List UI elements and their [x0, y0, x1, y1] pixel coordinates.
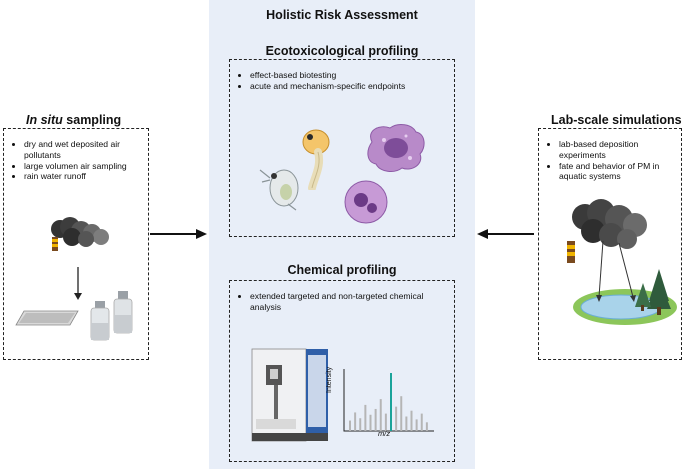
- spectrum-peak: [379, 399, 382, 431]
- list-item: lab-based deposition experiments: [559, 139, 683, 161]
- spectrum-peak: [369, 414, 372, 431]
- zebrafish-larva-icon: [302, 129, 330, 190]
- spectrum-peak: [384, 413, 387, 431]
- ecotox-title: Ecotoxicological profiling: [265, 44, 419, 58]
- left-panel-title-rest: sampling: [62, 113, 122, 127]
- list-item: dry and wet deposited air pollutants: [24, 139, 152, 161]
- down-arrow-icon: [74, 267, 82, 300]
- list-item: large volumen air sampling: [24, 161, 152, 172]
- spectrum-axes: [343, 369, 434, 432]
- cell-irregular-icon: [367, 124, 425, 172]
- chemical-box: extended targeted and non-targeted chemi…: [229, 280, 455, 462]
- spectrum-peak: [415, 419, 418, 431]
- spectrum-peak: [420, 413, 423, 431]
- right-panel-box: lab-based deposition experiments fate an…: [538, 128, 682, 360]
- list-item: fate and behavior of PM in aquatic syste…: [559, 161, 683, 183]
- left-panel-title-italic: In situ: [26, 113, 63, 127]
- spectrum-peak: [374, 408, 377, 431]
- spectrum-peak: [405, 416, 408, 431]
- spectrum-peak: [410, 410, 413, 431]
- left-panel-box: dry and wet deposited air pollutants lar…: [3, 128, 149, 360]
- spectrum-peak: [354, 412, 357, 431]
- ecotox-box: effect-based biotesting acute and mechan…: [229, 59, 455, 237]
- right-panel-bullets: lab-based deposition experiments fate an…: [547, 139, 683, 182]
- ecotox-bullets: effect-based biotesting acute and mechan…: [238, 70, 460, 92]
- cell-round-icon: [344, 180, 388, 224]
- chemical-bullets: extended targeted and non-targeted chemi…: [238, 291, 450, 313]
- spectrum-peak: [349, 420, 351, 431]
- spectrum-peak: [390, 373, 392, 431]
- spectrum-ylabel: Intensity: [326, 366, 333, 393]
- list-item: acute and mechanism-specific endpoints: [250, 81, 460, 92]
- list-item: extended targeted and non-targeted chemi…: [250, 291, 450, 313]
- spectrum-xlabel: m/z: [378, 429, 390, 438]
- mass-spectrum-chart: [343, 369, 434, 432]
- spectrum-peak: [359, 418, 362, 431]
- spectrum-peak: [364, 404, 367, 431]
- chemical-title: Chemical profiling: [287, 263, 397, 277]
- sample-bottles-icon: [90, 291, 133, 341]
- lake-deposition-scene-icon: [567, 199, 677, 325]
- mass-spectrometer-icon: [251, 348, 328, 442]
- spectrum-peak: [400, 396, 403, 431]
- spectrum-peak: [395, 406, 398, 431]
- factory-smoke-icon: [51, 217, 109, 251]
- spectrum-peak: [425, 422, 428, 431]
- filter-sheet-icon: [15, 310, 79, 326]
- right-panel-title: Lab-scale simulations: [551, 113, 682, 127]
- left-panel-title: In situ sampling: [26, 113, 121, 127]
- right-to-center-arrow-icon: [477, 229, 534, 239]
- left-to-center-arrow-icon: [150, 229, 207, 239]
- left-panel-bullets: dry and wet deposited air pollutants lar…: [12, 139, 152, 182]
- spectrum-xlabel-text: m/z: [378, 429, 391, 438]
- page-title: Holistic Risk Assessment: [266, 8, 418, 22]
- list-item: rain water runoff: [24, 171, 152, 182]
- list-item: effect-based biotesting: [250, 70, 460, 81]
- daphnia-icon: [259, 169, 299, 211]
